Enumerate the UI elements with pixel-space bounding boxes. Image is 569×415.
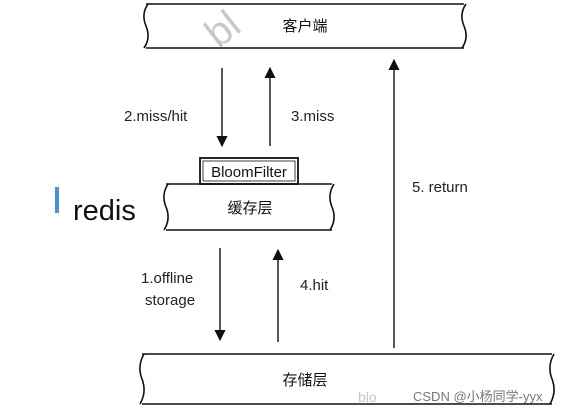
redis-label: redis <box>73 195 136 227</box>
bloom-filter-box: BloomFilter <box>199 157 299 185</box>
label-offline-line2: storage <box>145 292 195 309</box>
redis-accent-bar <box>55 187 59 213</box>
storage-label: 存储层 <box>282 371 327 389</box>
label-miss: 3.miss <box>291 108 334 125</box>
label-hit: 4.hit <box>300 277 329 294</box>
watermark-bottom: blo <box>358 389 377 405</box>
csdn-credit: CSDN @小杨同学-yyx <box>413 389 543 404</box>
bloom-filter-label: BloomFilter <box>211 164 287 181</box>
label-return: 5. return <box>412 179 468 196</box>
client-box: 客户端 <box>143 3 467 49</box>
cache-box: 缓存层 <box>163 183 335 231</box>
storage-box: 存储层 <box>139 353 555 405</box>
label-offline-line1: 1.offline <box>141 270 193 287</box>
label-miss-hit: 2.miss/hit <box>124 108 188 125</box>
client-label: 客户端 <box>282 17 327 35</box>
cache-label: 缓存层 <box>227 199 272 217</box>
